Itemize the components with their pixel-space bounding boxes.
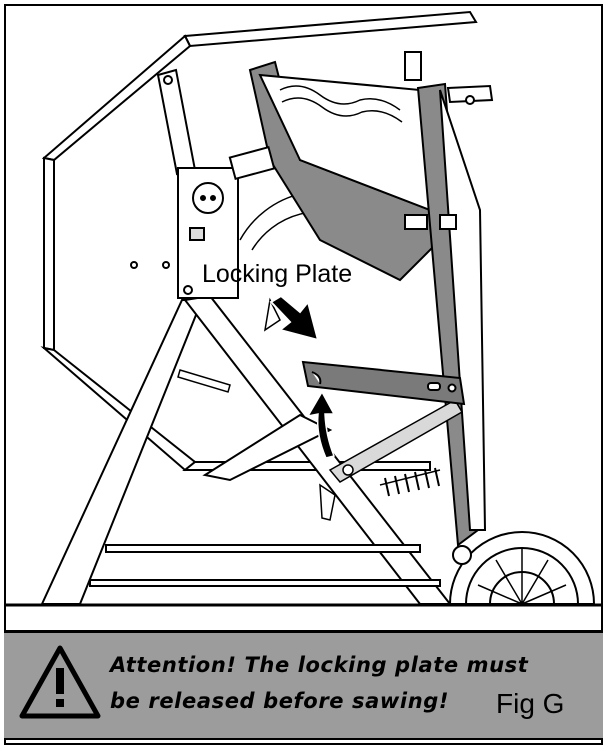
release-arrow-icon [306,390,336,459]
pointer-arrow-icon [269,294,320,342]
warning-banner [4,630,603,740]
warning-text-line-1: Attention! The locking plate must [110,653,529,677]
stand-legs [40,294,453,605]
wheel [448,531,596,605]
locking-plate-label: Locking Plate [202,260,353,288]
figure-label: Fig G [496,688,565,719]
locking-plate [301,360,466,406]
support-spring [319,398,464,521]
motor-column [130,68,239,299]
warning-text-line-2: be released before sawing! [110,689,450,713]
tilting-frame [228,51,494,547]
